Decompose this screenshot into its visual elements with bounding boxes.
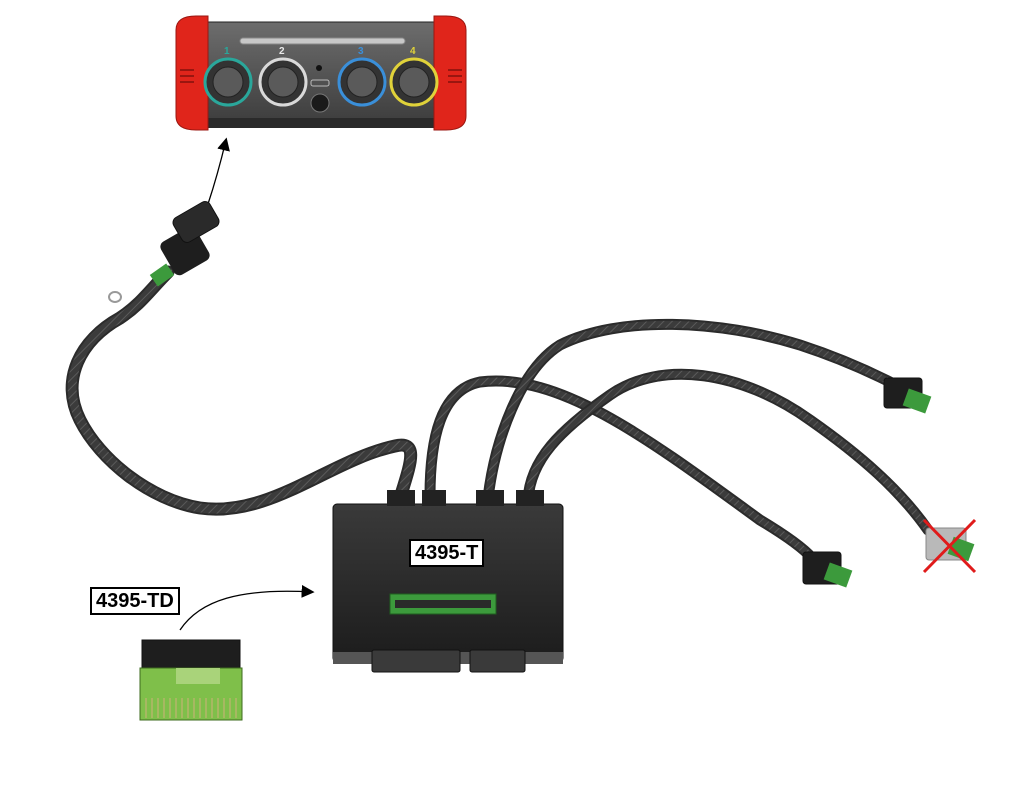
left-bumper — [175, 15, 209, 131]
channel-socket-3: 3 — [337, 46, 387, 107]
cross-out-icon — [922, 518, 977, 574]
breakout-box — [332, 490, 564, 673]
channel-socket-1: 1 — [203, 46, 253, 107]
connector-disabled — [922, 518, 977, 574]
right-bumper — [433, 15, 467, 131]
ring-icon — [108, 291, 122, 303]
channel-socket-4: 4 — [389, 46, 439, 107]
arrow-icon — [179, 584, 315, 631]
cable-harness — [65, 265, 934, 564]
device-handle — [239, 37, 406, 45]
channel-label: 4 — [410, 46, 416, 57]
channel-label: 1 — [224, 46, 230, 57]
bottom-connector-right — [469, 649, 526, 673]
bottom-connector-left — [371, 649, 461, 673]
channel-socket-2: 2 — [258, 46, 308, 107]
arrow-icon — [207, 137, 230, 205]
usb-port-icon — [310, 79, 330, 87]
label-4395-td: 4395-TD — [90, 587, 180, 615]
channel-label: 2 — [279, 46, 285, 57]
aux-socket — [310, 93, 330, 113]
adapter-board — [139, 639, 243, 721]
label-4395-t: 4395-T — [409, 539, 485, 567]
connector-middle — [802, 551, 853, 588]
measurement-device: 1 2 3 4 — [175, 15, 467, 131]
circular-connector — [108, 201, 220, 303]
connector-top-right — [883, 377, 932, 414]
led-indicator — [316, 65, 322, 71]
channel-label: 3 — [358, 46, 364, 57]
